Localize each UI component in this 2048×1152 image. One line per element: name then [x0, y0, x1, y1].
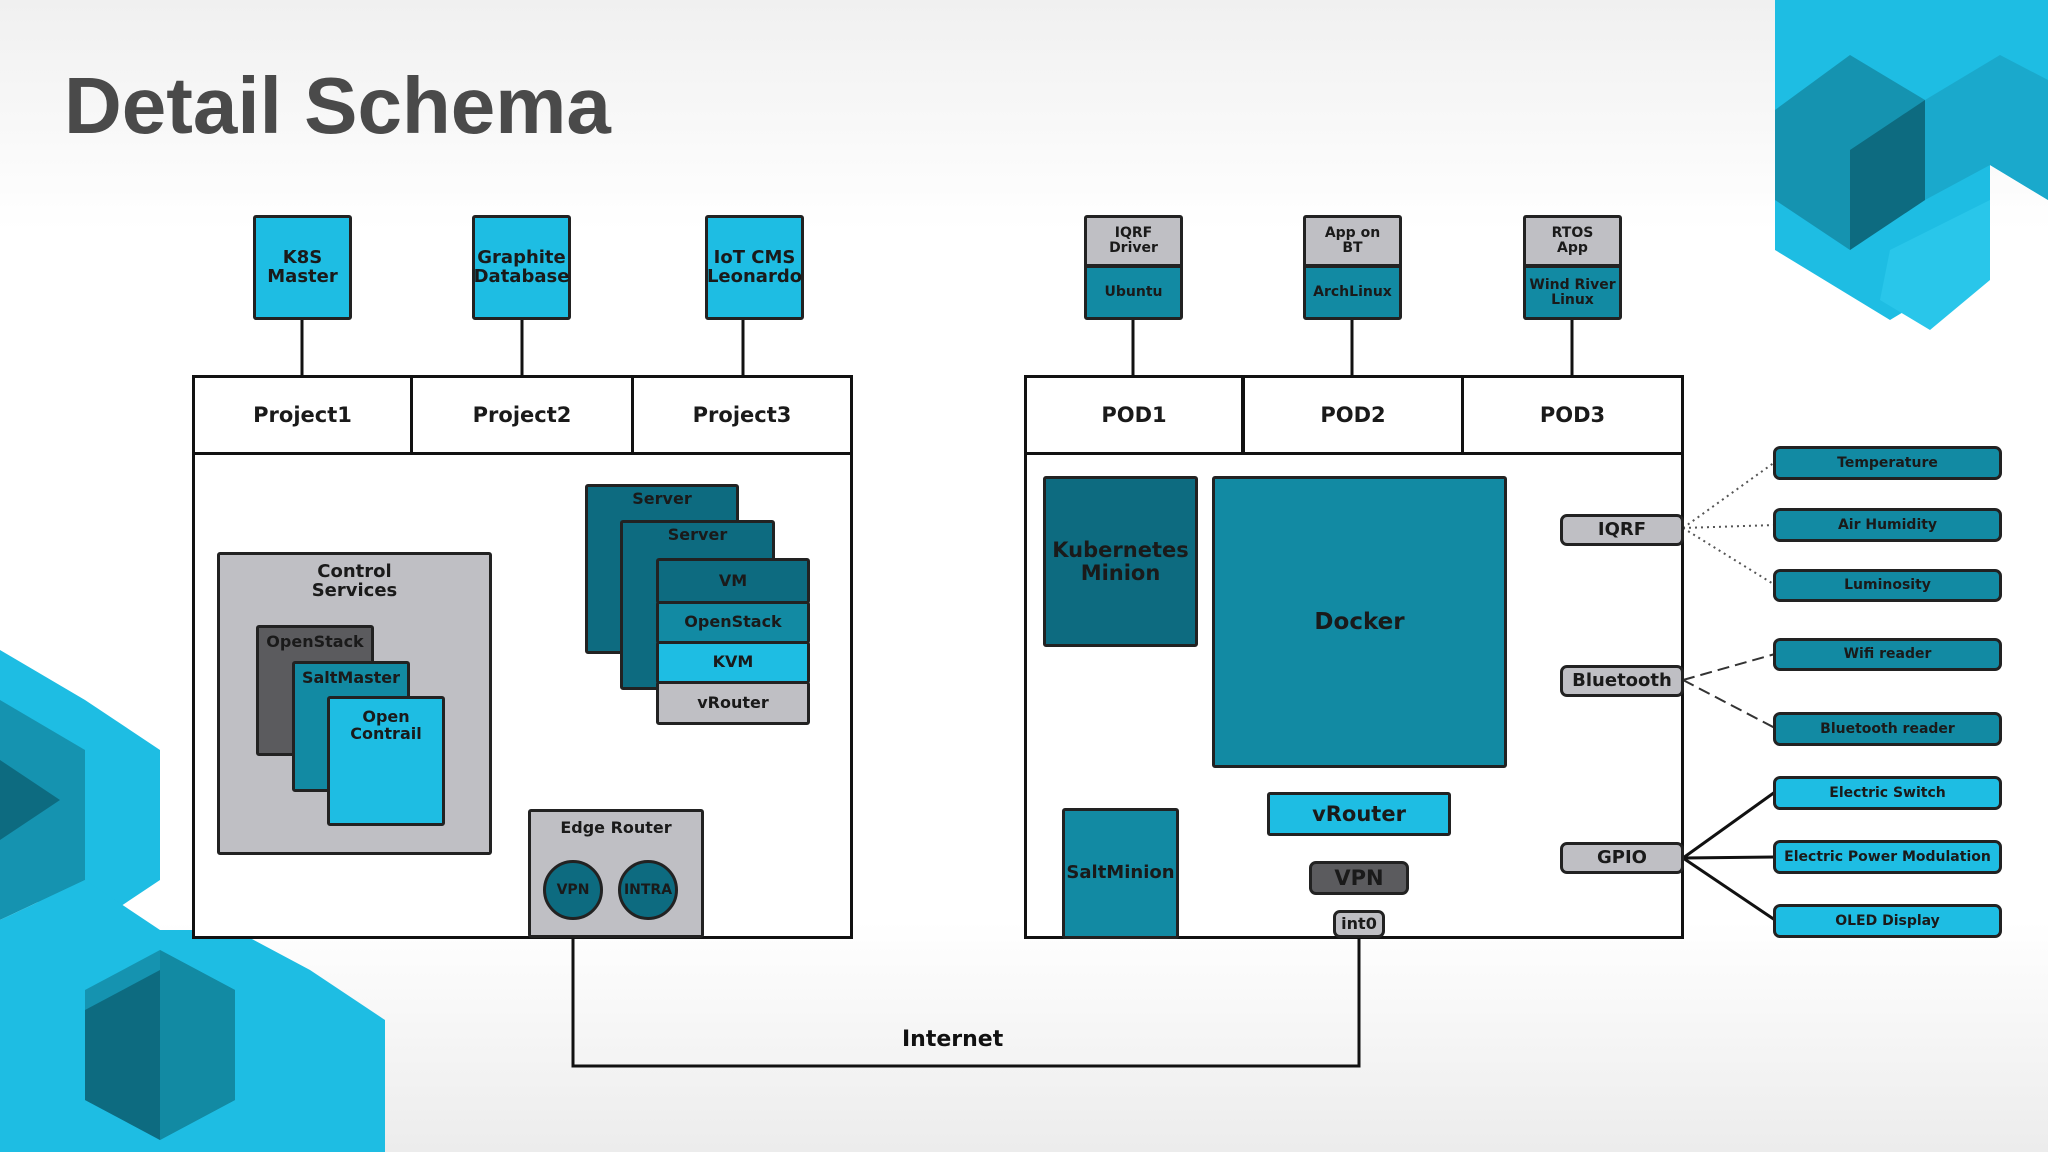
connector-iqrf-temperature	[1682, 461, 1776, 529]
pod2-tab: POD2	[1242, 375, 1464, 455]
k8s-master-node: K8S Master	[253, 215, 352, 320]
open-contrail-node: Open Contrail	[327, 696, 445, 826]
pod1-app-node: IQRF Driver	[1084, 215, 1183, 267]
connector-gpio-epm	[1682, 855, 1776, 860]
connector-iqrf-air-humidity	[1682, 524, 1776, 529]
kubernetes-minion-node: Kubernetes Minion	[1043, 476, 1198, 647]
edge-router-intra-circle: INTRA	[618, 860, 678, 920]
bluetooth-reader-device: Bluetooth reader	[1773, 712, 2002, 746]
oled-display-device: OLED Display	[1773, 904, 2002, 938]
internet-label: Internet	[902, 1027, 1004, 1052]
graphite-database-node: Graphite Database	[472, 215, 571, 320]
pod3-tab: POD3	[1461, 375, 1684, 455]
bottom-left-cube-decoration	[0, 650, 385, 1152]
top-right-cube-decoration	[1775, 0, 2048, 330]
iqrf-interface-node: IQRF	[1560, 514, 1684, 546]
vrouter-pod-node: vRouter	[1267, 792, 1451, 836]
connector-bluetooth-wifi-reader	[1682, 653, 1776, 681]
page-title: Detail Schema	[64, 61, 611, 150]
pod2-os-node: ArchLinux	[1303, 265, 1402, 320]
int0-node: int0	[1333, 910, 1385, 938]
electric-power-modulation-device: Electric Power Modulation	[1773, 840, 2002, 874]
bluetooth-interface-node: Bluetooth	[1560, 665, 1684, 697]
connector-internet	[571, 920, 1361, 1068]
connector-bluetooth-bt-reader	[1682, 679, 1776, 729]
pod3-app-node: RTOS App	[1523, 215, 1622, 267]
gpio-interface-node: GPIO	[1560, 842, 1684, 874]
pod2-app-node: App on BT	[1303, 215, 1402, 267]
edge-router-vpn-circle: VPN	[543, 860, 603, 920]
pod1-tab: POD1	[1024, 375, 1244, 455]
docker-node: Docker	[1212, 476, 1507, 768]
connector-iqrf-luminosity	[1682, 527, 1776, 586]
luminosity-device: Luminosity	[1773, 569, 2002, 602]
vm-node: VM	[656, 558, 810, 604]
vpn-pod-node: VPN	[1309, 861, 1409, 895]
wifi-reader-device: Wifi reader	[1773, 638, 2002, 671]
kvm-node: KVM	[656, 641, 810, 684]
pod3-os-node: Wind River Linux	[1523, 265, 1622, 320]
pod1-os-node: Ubuntu	[1084, 265, 1183, 320]
temperature-device: Temperature	[1773, 446, 2002, 480]
project1-tab: Project1	[192, 375, 413, 455]
connector-gpio-electric-switch	[1682, 790, 1776, 860]
electric-switch-device: Electric Switch	[1773, 776, 2002, 810]
iot-cms-node: IoT CMS Leonardo	[705, 215, 804, 320]
vrouter-compute-node: vRouter	[656, 681, 810, 725]
air-humidity-device: Air Humidity	[1773, 508, 2002, 542]
project2-tab: Project2	[410, 375, 634, 455]
project3-tab: Project3	[631, 375, 853, 455]
saltminion-node: SaltMinion	[1062, 808, 1179, 939]
connector-gpio-oled	[1682, 856, 1776, 922]
openstack-compute-node: OpenStack	[656, 601, 810, 644]
